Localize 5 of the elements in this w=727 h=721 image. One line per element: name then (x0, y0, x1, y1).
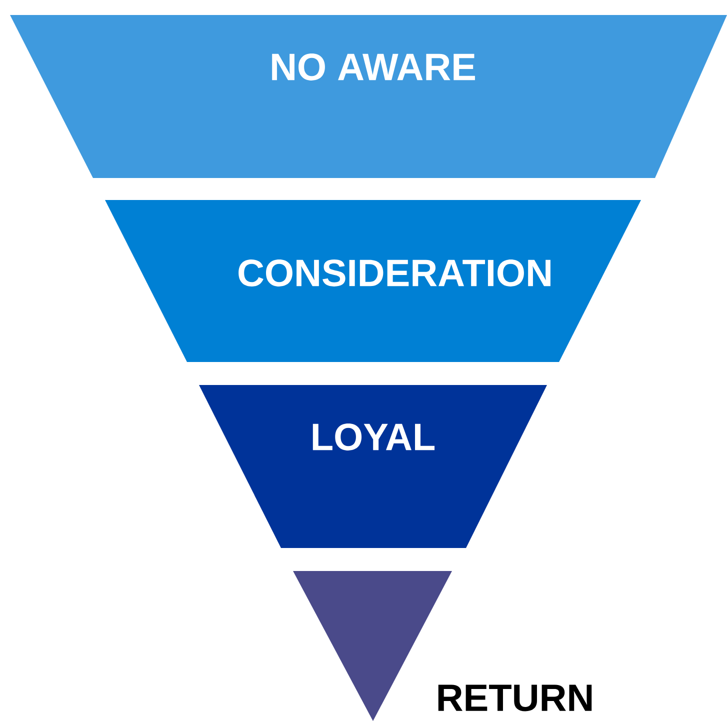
funnel-stage: CONSIDERATION (105, 200, 641, 362)
funnel-stage: NO AWARE (10, 15, 727, 178)
funnel-stage: RETURN (293, 571, 592, 721)
node-label: RETURN (438, 684, 592, 712)
funnel-stage: LOYAL (199, 385, 547, 548)
